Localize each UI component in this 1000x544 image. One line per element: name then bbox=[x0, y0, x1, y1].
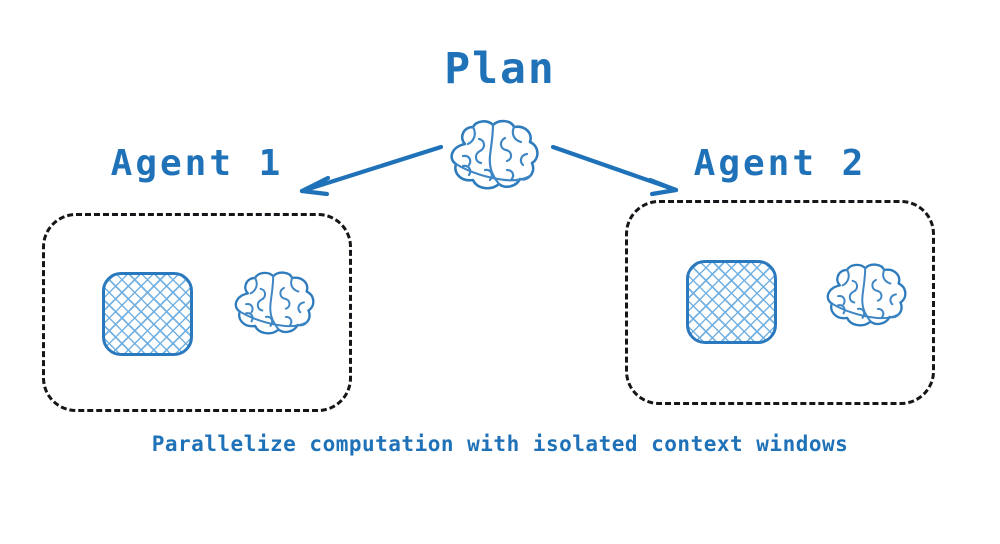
agent-1-box[interactable] bbox=[42, 213, 352, 412]
page-title: Plan bbox=[444, 44, 556, 94]
agent-2-brain-icon bbox=[820, 258, 914, 338]
agent-1-context-window-icon bbox=[102, 272, 193, 356]
agent-2-label: Agent 2 bbox=[693, 143, 867, 184]
agent-1-brain-icon bbox=[228, 266, 322, 346]
agent-1-label: Agent 1 bbox=[110, 143, 284, 184]
plan-brain-icon bbox=[443, 114, 547, 202]
agent-2-context-window-icon bbox=[686, 260, 777, 344]
diagram-caption: Parallelize computation with isolated co… bbox=[151, 432, 849, 456]
agent-2-box[interactable] bbox=[625, 200, 935, 405]
